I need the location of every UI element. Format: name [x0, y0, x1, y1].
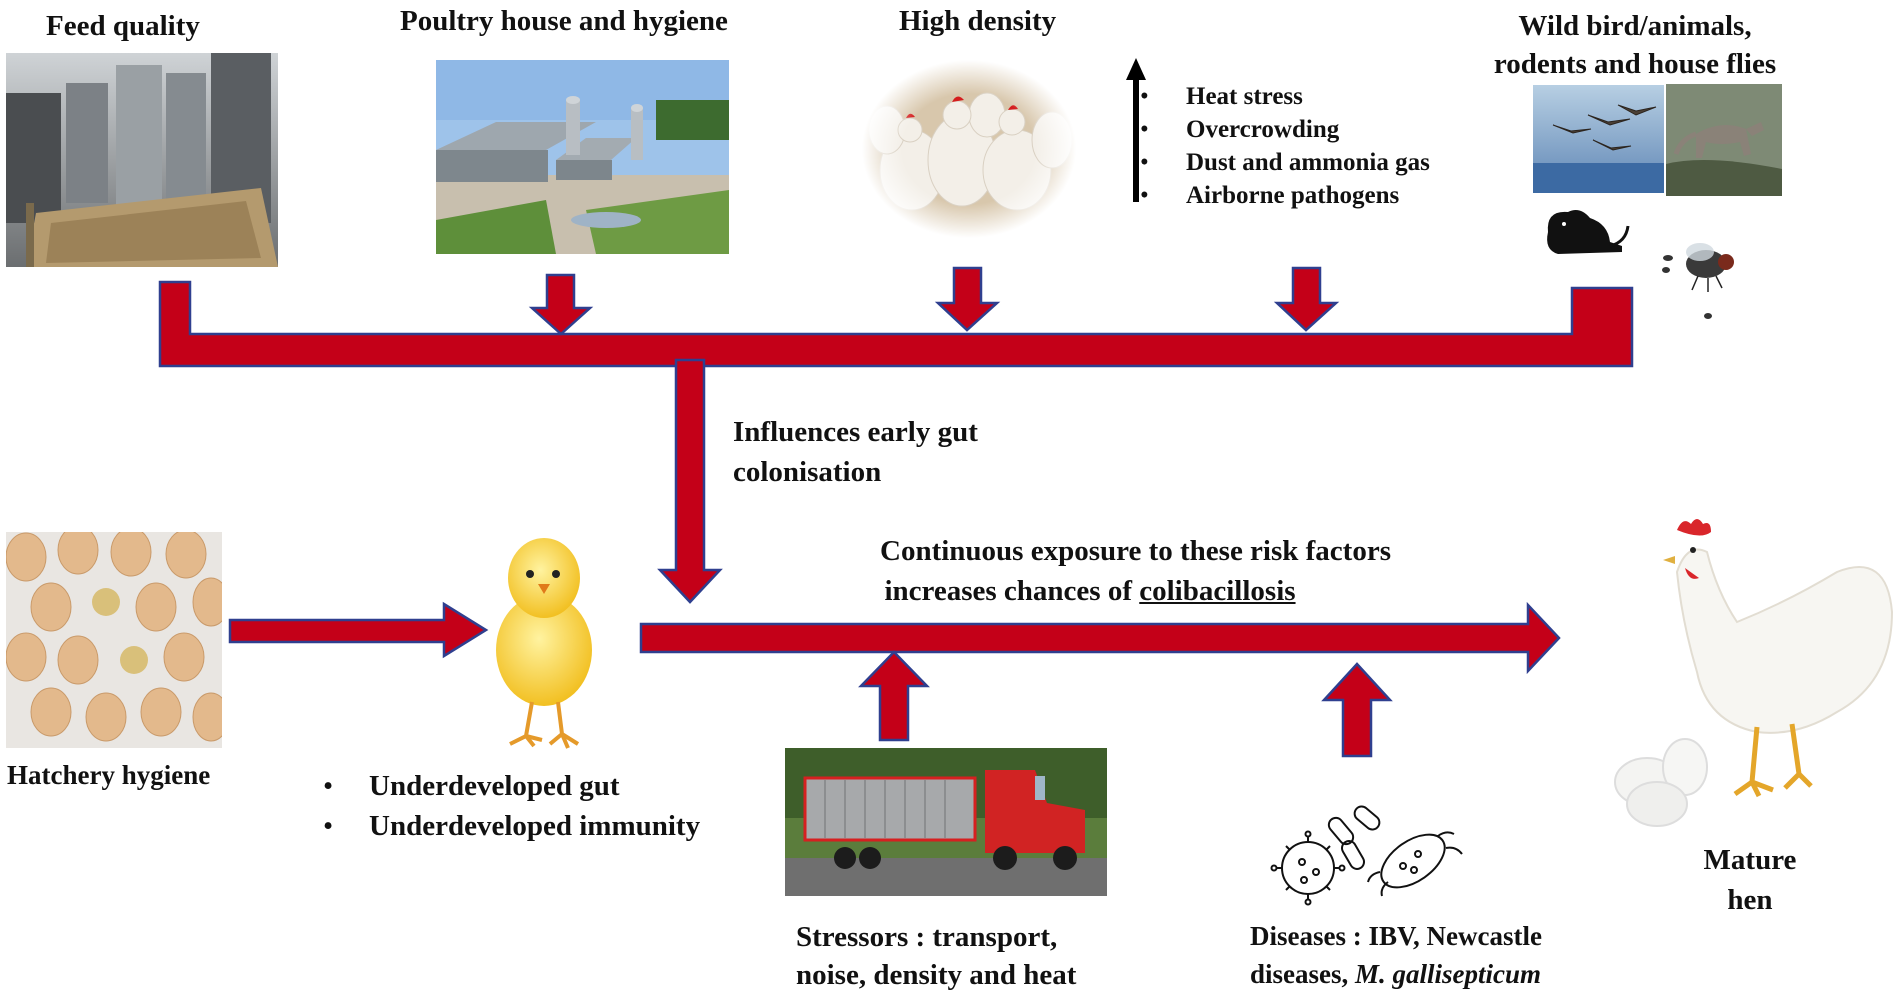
label-stressors: Stressors : transport, noise, density an… — [796, 918, 1076, 994]
label-stressors-line1: Stressors : transport, — [796, 921, 1058, 953]
label-wildlife: Wild bird/animals, rodents and house fli… — [1470, 7, 1800, 84]
label-wildlife-line2: rodents and house flies — [1493, 48, 1777, 81]
poultry-house-photo — [436, 60, 729, 254]
label-mature: Mature — [1703, 844, 1797, 876]
chick-image — [474, 530, 604, 752]
wild-birds-photo — [1533, 85, 1664, 193]
label-poultry-house: Poultry house and hygiene — [400, 5, 728, 37]
feed-mill-photo — [6, 53, 278, 267]
label-hen: hen — [1727, 884, 1773, 916]
crowded-chickens-photo — [862, 60, 1076, 238]
arrow-down-density-effects — [1273, 266, 1340, 332]
arrow-down-gut-colonisation — [657, 358, 723, 604]
density-effect-item: Heat stress — [1140, 80, 1430, 113]
label-diseases-line1: Diseases : IBV, Newcastle — [1250, 921, 1542, 951]
arrow-up-stressors — [858, 650, 930, 742]
arrow-up-diseases — [1321, 662, 1393, 758]
arrow-down-high-density — [934, 266, 1001, 332]
hatchery-eggs-photo — [6, 532, 222, 748]
label-exposure-line2: increases chances of colibacillosis — [880, 571, 1300, 611]
label-diseases-prefix: diseases, — [1250, 959, 1356, 989]
chick-trait-item: Underdeveloped immunity — [323, 806, 700, 846]
label-hatchery-hygiene: Hatchery hygiene — [7, 760, 211, 790]
arrow-timeline-to-hen — [639, 601, 1561, 675]
collector-bracket — [158, 280, 1634, 368]
label-gut-line1: Influences early gut — [733, 416, 978, 448]
label-wildlife-line1: Wild bird/animals, — [1518, 10, 1752, 42]
wild-animal-photo — [1666, 84, 1782, 196]
label-m-gallisepticum: M. gallisepticum — [1355, 959, 1542, 989]
label-diseases: Diseases : IBV, Newcastle diseases, M. g… — [1250, 917, 1542, 993]
label-diseases-line2: diseases, M. gallisepticum — [1250, 955, 1542, 993]
arrow-down-poultry-house — [528, 273, 594, 336]
label-exposure-prefix: increases chances of — [884, 575, 1140, 607]
density-effects-list: Heat stress Overcrowding Dust and ammoni… — [1140, 80, 1430, 212]
chick-traits-list: Underdeveloped gut Underdeveloped immuni… — [323, 766, 700, 846]
livestock-truck-photo — [785, 748, 1107, 896]
label-exposure-line1: Continuous exposure to these risk factor… — [880, 535, 1391, 567]
pathogens-icon — [1268, 796, 1468, 908]
density-effect-item: Overcrowding — [1140, 113, 1430, 146]
chick-trait-item: Underdeveloped gut — [323, 766, 700, 806]
label-colibacillosis: colibacillosis — [1139, 575, 1296, 607]
increase-arrow — [1126, 58, 1146, 202]
label-gut-colonisation: Influences early gut colonisation — [733, 412, 978, 492]
rat-icon — [1538, 202, 1630, 260]
label-high-density: High density — [899, 5, 1057, 37]
label-exposure: Continuous exposure to these risk factor… — [880, 531, 1391, 611]
density-effect-item: Dust and ammonia gas — [1140, 146, 1430, 179]
label-stressors-line2: noise, density and heat — [796, 959, 1077, 991]
house-flies-image — [1656, 232, 1740, 322]
label-gut-line2: colonisation — [733, 456, 882, 488]
mature-hen-image — [1607, 512, 1897, 832]
density-effect-item: Airborne pathogens — [1140, 179, 1430, 212]
label-mature-hen: Mature hen — [1670, 840, 1830, 920]
label-feed-quality: Feed quality — [46, 10, 200, 42]
arrow-hatchery-to-chick — [228, 601, 489, 659]
